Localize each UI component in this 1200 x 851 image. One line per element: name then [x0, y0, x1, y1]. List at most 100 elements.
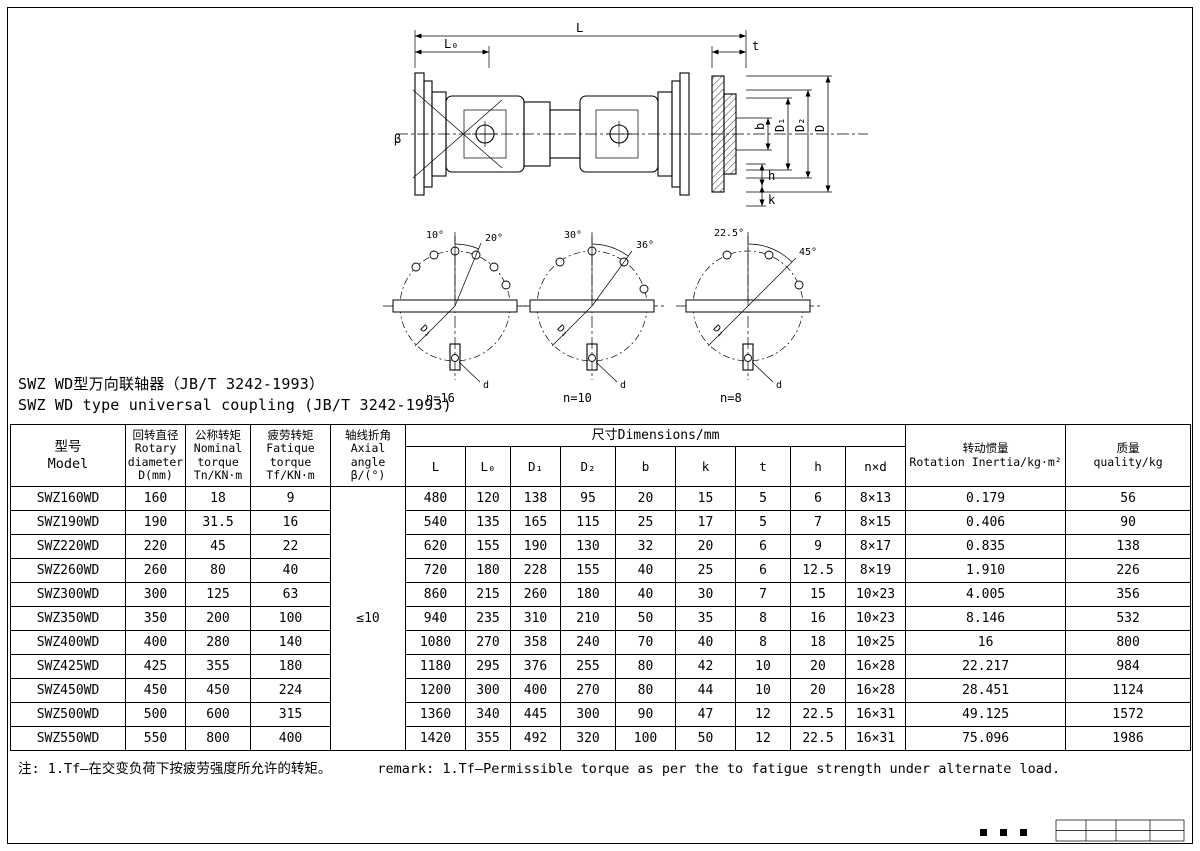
value-cell: 8 — [735, 630, 791, 655]
axial-angle-cell: ≤10 — [330, 486, 406, 751]
value-cell: 135 — [465, 510, 511, 535]
value-cell: 28.451 — [905, 678, 1067, 703]
value-cell: 16 — [790, 606, 846, 631]
table-header: 型号 Model 回转直径 Rotary diameter D(mm) 公称转矩… — [10, 424, 1192, 487]
note-cn: 注: 1.Tf—在交变负荷下按疲劳强度所允许的转矩。 — [18, 761, 332, 777]
dim-label-t: t — [752, 39, 759, 53]
header-dim-t: t — [735, 446, 791, 487]
value-cell: 17 — [675, 510, 736, 535]
value-cell: 1080 — [405, 630, 466, 655]
value-cell: 5 — [735, 510, 791, 535]
value-cell: 4.005 — [905, 582, 1067, 607]
bolt-diagram-1: 10° 20° D₁ d n=16 — [383, 230, 527, 405]
value-cell: 350 — [125, 606, 186, 631]
value-cell: 0.835 — [905, 534, 1067, 559]
value-cell: 32 — [615, 534, 676, 559]
value-cell: 480 — [405, 486, 466, 511]
pitch-circle-label: D₁ — [711, 323, 727, 339]
value-cell: 45 — [185, 534, 251, 559]
value-cell: 1360 — [405, 702, 466, 727]
value-cell: 56 — [1065, 486, 1192, 511]
title-cn: SWZ WD型万向联轴器（JB/T 3242-1993） — [18, 375, 325, 393]
hole-label: d — [620, 380, 626, 391]
spec-table: 型号 Model 回转直径 Rotary diameter D(mm) 公称转矩… — [10, 424, 1192, 751]
value-cell: 40 — [615, 558, 676, 583]
value-cell: 400 — [250, 726, 331, 751]
value-cell: 180 — [465, 558, 511, 583]
value-cell: 600 — [185, 702, 251, 727]
header-axial-angle: 轴线折角 Axial angle β/(°) — [330, 424, 406, 487]
header-dim-b: b — [615, 446, 676, 487]
value-cell: 70 — [615, 630, 676, 655]
value-cell: 8×13 — [844, 486, 907, 511]
value-cell: 140 — [250, 630, 331, 655]
value-cell: 450 — [185, 678, 251, 703]
model-cell: SWZ160WD — [10, 486, 126, 511]
value-cell: 200 — [185, 606, 251, 631]
header-dim-L: L — [405, 446, 466, 487]
value-cell: 5 — [735, 486, 791, 511]
value-cell: 25 — [615, 510, 676, 535]
value-cell: 1200 — [405, 678, 466, 703]
value-cell: 190 — [125, 510, 186, 535]
value-cell: 42 — [675, 654, 736, 679]
value-cell: 40 — [250, 558, 331, 583]
header-rotary-diameter: 回转直径 Rotary diameter D(mm) — [125, 424, 186, 487]
value-cell: 6 — [735, 558, 791, 583]
dim-label-b: b — [753, 123, 767, 130]
angle-label: 45° — [799, 247, 817, 258]
footnotes: 注: 1.Tf—在交变负荷下按疲劳强度所允许的转矩。remark: 1.Tf—P… — [18, 757, 1060, 777]
value-cell: 445 — [510, 702, 561, 727]
value-cell: 22.5 — [790, 726, 846, 751]
value-cell: 400 — [125, 630, 186, 655]
value-cell: 1180 — [405, 654, 466, 679]
value-cell: 160 — [125, 486, 186, 511]
value-cell: 270 — [465, 630, 511, 655]
value-cell: 138 — [1065, 534, 1192, 559]
value-cell: 620 — [405, 534, 466, 559]
value-cell: 7 — [790, 510, 846, 535]
value-cell: 8×19 — [844, 558, 907, 583]
dim-label-k: k — [768, 193, 776, 207]
value-cell: 215 — [465, 582, 511, 607]
value-cell: 20 — [790, 678, 846, 703]
value-cell: 1572 — [1065, 702, 1192, 727]
value-cell: 35 — [675, 606, 736, 631]
title-en: SWZ WD type universal coupling (JB/T 324… — [18, 396, 452, 414]
value-cell: 255 — [560, 654, 616, 679]
value-cell: 235 — [465, 606, 511, 631]
value-cell: 310 — [510, 606, 561, 631]
value-cell: 63 — [250, 582, 331, 607]
value-cell: 0.179 — [905, 486, 1067, 511]
value-cell: 315 — [250, 702, 331, 727]
dim-label-D: D — [813, 125, 827, 132]
value-cell: 10 — [735, 654, 791, 679]
value-cell: 8×15 — [844, 510, 907, 535]
value-cell: 1420 — [405, 726, 466, 751]
value-cell: 0.406 — [905, 510, 1067, 535]
value-cell: 1124 — [1065, 678, 1192, 703]
value-cell: 300 — [125, 582, 186, 607]
value-cell: 300 — [465, 678, 511, 703]
value-cell: 6 — [735, 534, 791, 559]
value-cell: 9 — [790, 534, 846, 559]
value-cell: 44 — [675, 678, 736, 703]
value-cell: 228 — [510, 558, 561, 583]
value-cell: 260 — [510, 582, 561, 607]
value-cell: 30 — [675, 582, 736, 607]
hole-label: d — [483, 380, 489, 391]
header-dim-L0: L₀ — [465, 446, 511, 487]
header-rotation-inertia: 转动惯量 Rotation Inertia/kg·m² — [905, 424, 1067, 487]
value-cell: 25 — [675, 558, 736, 583]
value-cell: 356 — [1065, 582, 1192, 607]
value-cell: 1986 — [1065, 726, 1192, 751]
value-cell: 15 — [675, 486, 736, 511]
value-cell: 210 — [560, 606, 616, 631]
